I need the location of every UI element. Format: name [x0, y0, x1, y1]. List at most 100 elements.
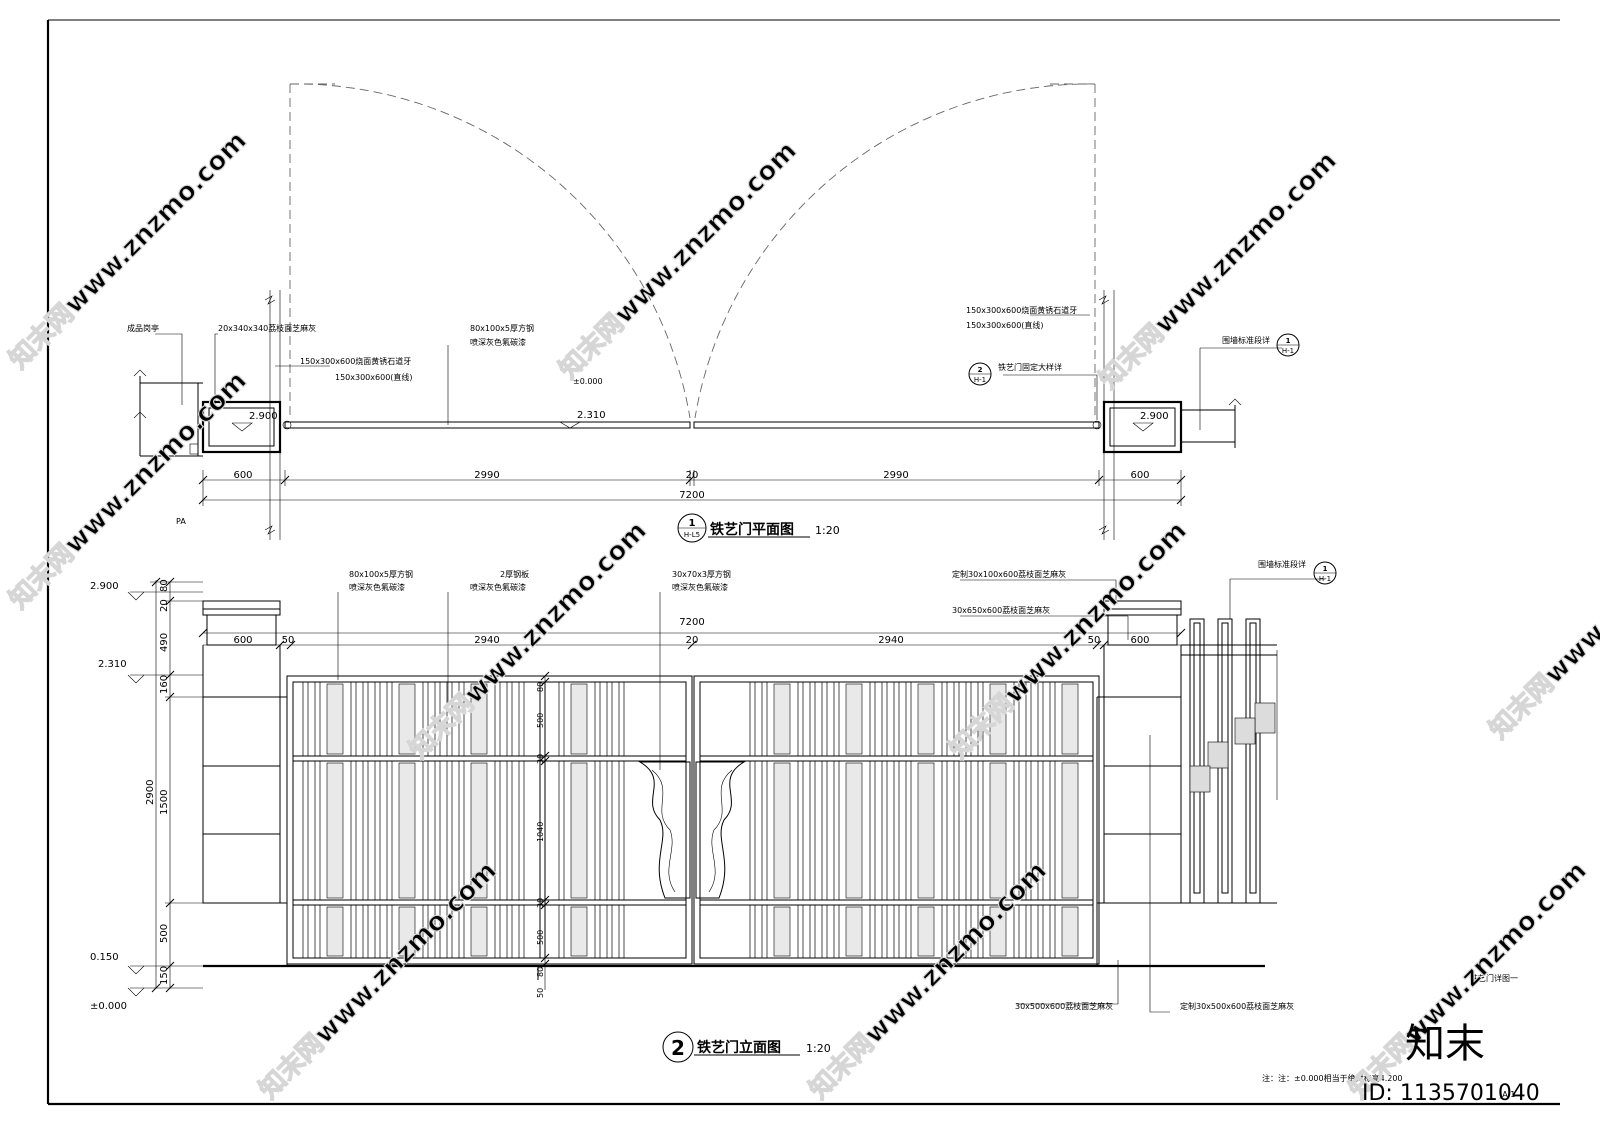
- sheet-frame: [46, 19, 1560, 1106]
- gate-bar: [797, 904, 804, 959]
- gate-bar: [518, 904, 525, 959]
- gate-bar: [606, 760, 613, 901]
- right-pier-elevation: [1096, 600, 1182, 966]
- gate-bar: [809, 681, 816, 757]
- watermark-10: 知末网www.znzmo.com: [1344, 856, 1593, 1105]
- watermark-1: 知末网www.znzmo.com: [4, 126, 253, 375]
- label-tube-1: 30x70x3厚方钢: [672, 569, 731, 579]
- gate-bar: [893, 904, 900, 959]
- elevation-detail-symbol: 1 H-1: [1313, 561, 1337, 585]
- elev-dim-20: 20: [686, 635, 699, 646]
- left-dim-80: 80: [159, 579, 170, 592]
- sym2-num: 2: [978, 366, 983, 374]
- watermark-5: 知末网www.znzmo.com: [404, 516, 653, 765]
- gate-bar: [458, 760, 465, 901]
- gate-bar: [506, 904, 513, 959]
- gate-stipple-panel: [917, 906, 935, 957]
- gate-dim-1040: 1040: [536, 822, 545, 842]
- gate-bar: [386, 760, 393, 901]
- gate-bar: [761, 760, 768, 901]
- left-dim-1500: 1500: [159, 790, 170, 815]
- plan-dim-600-left: 600: [233, 470, 252, 481]
- watermark-layer: 知末网www.znzmo.com 知末网www.znzmo.com 知末网www…: [3, 125, 1600, 1106]
- elev-dim-2940-right: 2940: [878, 635, 903, 646]
- elevation-top-dimensions: [198, 628, 1186, 650]
- gate-bar: [1037, 760, 1044, 901]
- gate-stipple-panel: [570, 683, 588, 755]
- label-plate-2: 喷深灰色氟碳漆: [470, 582, 526, 592]
- plan-detail-symbol-1: 1 H-1: [1276, 333, 1300, 357]
- gate-stipple-panel: [398, 762, 416, 899]
- plan-dim-600-right: 600: [1130, 470, 1149, 481]
- elevation-title-block: 2 铁艺门立面图 1:20: [662, 1031, 831, 1063]
- gate-bar: [350, 760, 357, 901]
- gate-stipple-panel: [326, 906, 344, 957]
- gate-bar: [558, 681, 565, 757]
- gate-vertical-dimensions: [540, 671, 550, 990]
- gate-stipple-panel: [989, 762, 1007, 899]
- gate-bar: [594, 904, 601, 959]
- level-0150: 0.150: [90, 952, 119, 963]
- watermark-4: 知末网www.znzmo.com: [4, 366, 253, 615]
- gate-bar: [594, 681, 601, 757]
- label-note: 注：注：±0.000相当于绝对标高4.200: [1262, 1073, 1403, 1083]
- gate-stipple-panel: [773, 906, 791, 957]
- gate-bar: [618, 681, 625, 757]
- gate-stipple-panel: [326, 683, 344, 755]
- gate-stipple-panel: [1061, 906, 1079, 957]
- elevation-view: 7200 600 50 2940 20 2940 50 600: [90, 559, 1518, 1099]
- gate-bar: [374, 760, 381, 901]
- gate-bar: [905, 904, 912, 959]
- label-level-pier-left: 2.900: [249, 411, 278, 422]
- plan-dim-2990-right: 2990: [883, 470, 908, 481]
- gate-bar: [1049, 681, 1056, 757]
- plan-title-block: 1 H-L5 铁艺门平面图 1:20: [677, 513, 840, 543]
- sym1-num: 1: [1286, 337, 1291, 345]
- gate-bar: [374, 681, 381, 757]
- gate-stipple-panel: [989, 906, 1007, 957]
- gate-stipple-panel: [845, 683, 863, 755]
- gate-bar: [458, 681, 465, 757]
- elevation-symbol-num: 2: [671, 1036, 685, 1060]
- gate-bar: [518, 760, 525, 901]
- plan-dim-2990-left: 2990: [474, 470, 499, 481]
- gate-bar: [314, 681, 321, 757]
- elev-dim-total: 7200: [679, 617, 704, 628]
- gate-stipple-panel: [470, 683, 488, 755]
- gate-bar: [821, 760, 828, 901]
- gate-bar: [362, 760, 369, 901]
- plan-view: 600 2990 20 2990 600 7200 成品岗亭 20x340x34…: [127, 83, 1300, 543]
- label-level-gate: 2.310: [577, 410, 606, 421]
- left-dim-150: 150: [159, 966, 170, 985]
- gate-bar: [362, 681, 369, 757]
- gate-elevation: [286, 675, 1100, 980]
- gate-bar: [434, 904, 441, 959]
- gate-bar: [362, 904, 369, 959]
- gate-bar: [386, 904, 393, 959]
- gate-dim-500-top: 500: [536, 713, 545, 728]
- gate-stipple-panel: [917, 762, 935, 899]
- gate-bar: [905, 760, 912, 901]
- gate-bar: [1013, 760, 1020, 901]
- gate-bar: [422, 904, 429, 959]
- gate-bar: [494, 681, 501, 757]
- label-level-pier-right: 2.900: [1140, 411, 1169, 422]
- label-guard-booth: 成品岗亭: [127, 323, 159, 333]
- elev-sym-ref: H-1: [1319, 575, 1331, 583]
- label-detail-title: 铁艺门详图一: [1470, 973, 1518, 983]
- gate-bar: [1037, 681, 1044, 757]
- elevation-scale: 1:20: [806, 1042, 831, 1055]
- gate-bar: [446, 904, 453, 959]
- gate-stipple-panel: [1061, 762, 1079, 899]
- watermark-2: 知末网www.znzmo.com: [554, 136, 803, 385]
- label-pa: PA: [176, 517, 186, 526]
- gate-dim-500-bottom: 500: [536, 930, 545, 945]
- gate-bar: [965, 904, 972, 959]
- sym2-ref: H-1: [974, 376, 986, 384]
- plan-dimension-chain: [198, 470, 1186, 506]
- gate-bar: [518, 681, 525, 757]
- plan-symbol-num: 1: [689, 518, 696, 529]
- gate-bar: [558, 904, 565, 959]
- gate-bar: [941, 681, 948, 757]
- left-dim-490: 490: [159, 633, 170, 652]
